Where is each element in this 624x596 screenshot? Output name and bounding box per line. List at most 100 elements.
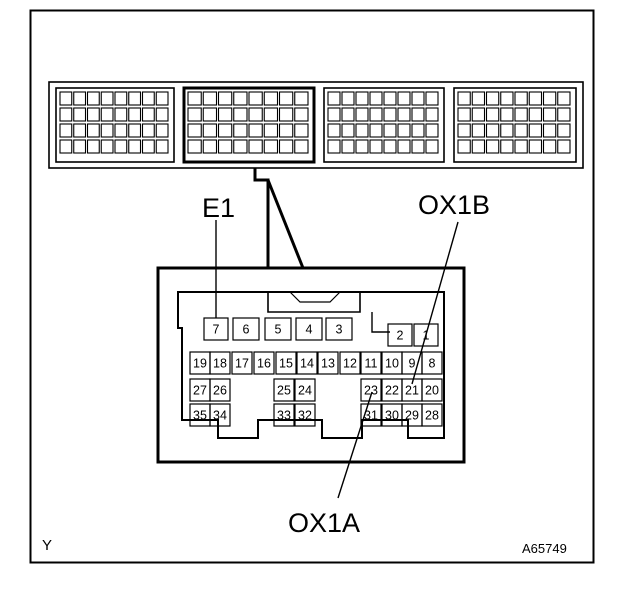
strip-cell (341, 139, 355, 154)
strip-cell (202, 123, 218, 138)
strip-cell (542, 139, 557, 154)
callout-leader (253, 168, 270, 268)
pin-16: 16 (253, 351, 275, 375)
pin-number: 19 (193, 357, 207, 371)
figure-id: A65749 (522, 541, 567, 556)
pin-number: 32 (298, 409, 312, 423)
pin-24: 24 (294, 378, 316, 402)
strip-cell (369, 91, 383, 106)
strip-cell (155, 91, 169, 106)
strip-cell (355, 107, 369, 122)
pin-6: 6 (232, 317, 260, 341)
pin-cell (294, 378, 316, 402)
strip-cell (514, 107, 528, 122)
strip-cell (341, 91, 355, 106)
strip-cell (187, 123, 202, 138)
pin-cell (209, 378, 231, 402)
pin-cell (360, 351, 382, 375)
pin-20: 20 (421, 378, 443, 402)
pin-2: 2 (387, 323, 413, 347)
enlarged-connector-outline (156, 266, 466, 464)
pin-cell (209, 351, 231, 375)
pin-12: 12 (339, 351, 361, 375)
strip-cell (86, 91, 100, 106)
pin-cells: 7654321191817161514131211109827262524232… (189, 317, 443, 427)
pin-number: 12 (343, 357, 357, 371)
strip-cell (411, 107, 425, 122)
pin-number: 5 (275, 323, 282, 337)
strip-cell (59, 139, 73, 154)
pin-27: 27 (189, 378, 211, 402)
strip-cell (557, 123, 571, 138)
strip-cell (383, 123, 397, 138)
strip-cell (557, 91, 571, 106)
strip-cell (514, 91, 528, 106)
pin-cell (264, 317, 292, 341)
strip-cell (73, 139, 87, 154)
strip-cell (100, 139, 114, 154)
strip-cell (233, 139, 248, 154)
strip-cell (141, 139, 155, 154)
strip-cell (233, 91, 248, 106)
pin-number: 6 (243, 323, 250, 337)
strip-cell (369, 123, 383, 138)
strip-cell (217, 139, 233, 154)
strip-cell (557, 107, 571, 122)
pin-11: 11 (360, 351, 382, 375)
pin-5: 5 (264, 317, 292, 341)
pin-14: 14 (296, 351, 318, 375)
strip-cell (485, 139, 500, 154)
strip-cell (248, 91, 263, 106)
pin-cell (360, 378, 382, 402)
strip-cell (59, 123, 73, 138)
strip-cell (471, 123, 486, 138)
pin-32: 32 (294, 403, 316, 427)
pin-34: 34 (209, 403, 231, 427)
pin-cell (421, 403, 443, 427)
strip-cell (397, 91, 411, 106)
strip-cell (141, 123, 155, 138)
pin-23: 23 (360, 378, 382, 402)
pin-cell (339, 351, 361, 375)
pin-number: 9 (409, 357, 416, 371)
strip-cell (86, 123, 100, 138)
strip-cell (155, 123, 169, 138)
strip-cell (128, 91, 142, 106)
pin-cell (275, 351, 297, 375)
strip-cell (457, 91, 471, 106)
strip-cell (425, 139, 439, 154)
strip-cell (187, 91, 202, 106)
strip-cell (471, 139, 486, 154)
strip-cell (542, 91, 557, 106)
strip-cell (155, 139, 169, 154)
strip-cell (114, 123, 128, 138)
strip-cell (528, 123, 543, 138)
connector-latch-inner (289, 291, 341, 303)
strip-cell (128, 107, 142, 122)
strip-cell (202, 91, 218, 106)
strip-cell (355, 91, 369, 106)
strip-cell (100, 91, 114, 106)
pin-cell (421, 378, 443, 402)
pin-9: 9 (401, 351, 423, 375)
strip-cell (217, 91, 233, 106)
strip-cell (233, 107, 248, 122)
strip-cell (141, 91, 155, 106)
strip-cell (327, 91, 341, 106)
strip-cell (383, 91, 397, 106)
strip-cell (263, 123, 279, 138)
pin-35: 35 (189, 403, 211, 427)
strip-cell (114, 139, 128, 154)
pin-number: 23 (364, 384, 378, 398)
strip-cell (155, 107, 169, 122)
strip-cell (500, 107, 514, 122)
ox1a-leader-line (337, 391, 373, 499)
strip-cell (278, 123, 294, 138)
strip-cell (471, 91, 486, 106)
strip-cell (73, 123, 87, 138)
pin-number: 14 (300, 357, 314, 371)
strip-cell (397, 107, 411, 122)
strip-cell (411, 139, 425, 154)
strip-cell (383, 107, 397, 122)
strip-cell (411, 123, 425, 138)
